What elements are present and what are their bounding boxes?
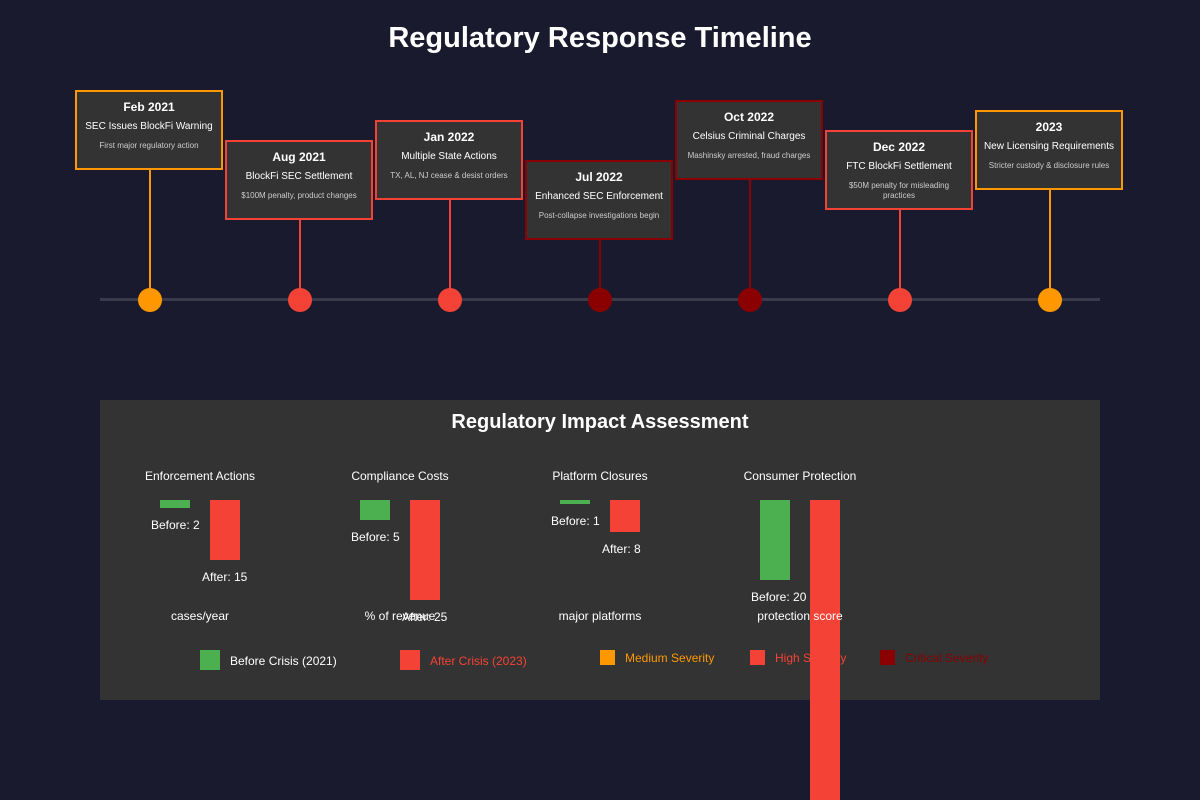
impact-title: Regulatory Impact Assessment bbox=[451, 411, 749, 433]
after-value-label: After: 15 bbox=[202, 570, 248, 584]
before-bar bbox=[160, 500, 190, 508]
timeline-stem bbox=[149, 170, 151, 300]
timeline-stem bbox=[749, 180, 751, 300]
timeline-dot bbox=[888, 288, 912, 312]
metric-unit: cases/year bbox=[170, 609, 230, 623]
after-bar bbox=[610, 500, 640, 532]
event-description: Mashinsky arrested, fraud charges bbox=[687, 151, 811, 160]
event-date: Feb 2021 bbox=[123, 100, 175, 114]
metric-title: Compliance Costs bbox=[351, 469, 449, 483]
after-bar bbox=[210, 500, 240, 560]
timeline-stem bbox=[899, 210, 901, 300]
metric-unit: major platforms bbox=[558, 609, 642, 623]
metric-unit: protection score bbox=[757, 609, 843, 623]
timeline-dot bbox=[588, 288, 612, 312]
legend-swatch bbox=[400, 650, 420, 670]
metric-title: Enforcement Actions bbox=[144, 469, 256, 483]
metric-title: Consumer Protection bbox=[743, 469, 857, 483]
before-value-label: Before: 2 bbox=[151, 518, 200, 532]
page-title: Regulatory Response Timeline bbox=[388, 22, 812, 54]
timeline-stem bbox=[1049, 190, 1051, 300]
before-bar bbox=[560, 500, 590, 504]
before-value-label: Before: 5 bbox=[351, 530, 400, 544]
event-date: Oct 2022 bbox=[723, 110, 775, 124]
after-value-label: After: 25 bbox=[402, 610, 448, 624]
timeline-dot bbox=[288, 288, 312, 312]
event-description: Post-collapse investigations begin bbox=[538, 211, 660, 220]
event-title: Multiple State Actions bbox=[401, 151, 497, 162]
timeline-dot bbox=[438, 288, 462, 312]
event-date: Aug 2021 bbox=[272, 150, 326, 164]
legend-swatch bbox=[200, 650, 220, 670]
legend-label: High Severity bbox=[775, 651, 847, 665]
event-title: Celsius Criminal Charges bbox=[692, 131, 806, 142]
event-description: First major regulatory action bbox=[99, 141, 199, 150]
event-description: Stricter custody & disclosure rules bbox=[988, 161, 1110, 170]
legend-swatch bbox=[880, 650, 895, 665]
event-title: BlockFi SEC Settlement bbox=[245, 171, 353, 182]
metric-title: Platform Closures bbox=[552, 469, 648, 483]
event-title: SEC Issues BlockFi Warning bbox=[85, 121, 213, 132]
after-value-label: After: 8 bbox=[602, 542, 641, 556]
event-title: New Licensing Requirements bbox=[983, 141, 1115, 152]
event-title: FTC BlockFi Settlement bbox=[846, 161, 952, 172]
timeline-dot bbox=[138, 288, 162, 312]
timeline-dot bbox=[738, 288, 762, 312]
before-bar bbox=[360, 500, 390, 520]
before-bar bbox=[760, 500, 790, 580]
event-description: TX, AL, NJ cease & desist orders bbox=[390, 171, 508, 180]
legend-swatch bbox=[600, 650, 615, 665]
metric-unit: % of revenue bbox=[364, 609, 436, 623]
legend-swatch bbox=[750, 650, 765, 665]
before-value-label: Before: 1 bbox=[551, 514, 600, 528]
legend-label: Before Crisis (2021) bbox=[230, 654, 337, 668]
legend-label: After Crisis (2023) bbox=[430, 654, 527, 668]
timeline-stem bbox=[599, 240, 601, 300]
event-date: Jan 2022 bbox=[423, 130, 475, 144]
event-date: Jul 2022 bbox=[575, 170, 623, 184]
event-title: Enhanced SEC Enforcement bbox=[535, 191, 663, 202]
timeline-stem bbox=[299, 220, 301, 300]
before-value-label: Before: 20 bbox=[751, 590, 807, 604]
legend-label: Critical Severity bbox=[905, 651, 989, 665]
after-bar bbox=[810, 500, 840, 800]
event-description: $50M penalty for misleading practices bbox=[848, 181, 950, 200]
event-date: Dec 2022 bbox=[872, 140, 926, 154]
after-bar bbox=[410, 500, 440, 600]
legend-label: Medium Severity bbox=[625, 651, 715, 665]
timeline-stem bbox=[449, 200, 451, 300]
event-description: $100M penalty, product changes bbox=[241, 191, 357, 200]
timeline-dot bbox=[1038, 288, 1062, 312]
event-date: 2023 bbox=[1035, 120, 1063, 134]
